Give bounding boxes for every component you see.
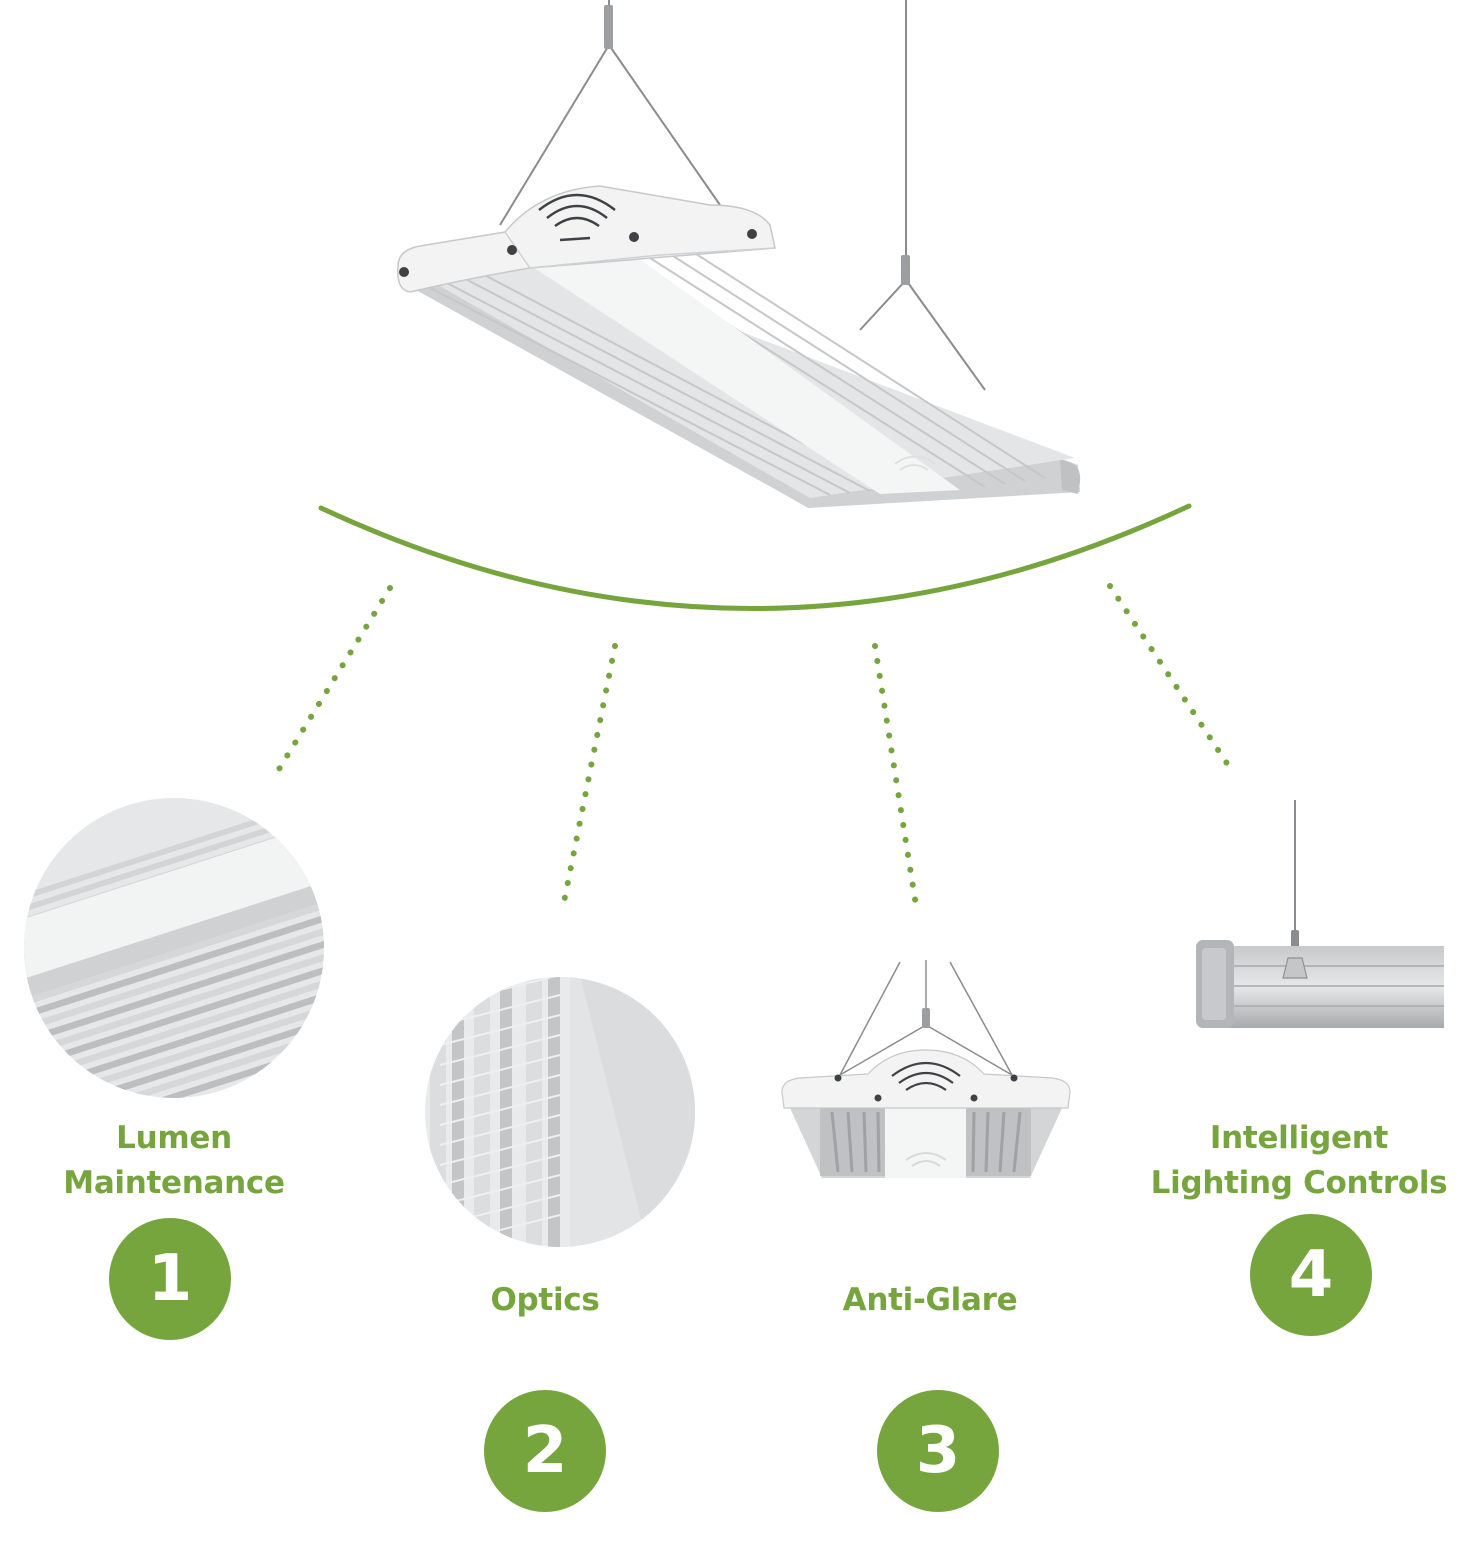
feature-number-2: 2 (522, 1414, 568, 1488)
connector-arc (318, 503, 1192, 611)
feature-badge-3: 3 (877, 1390, 999, 1512)
feature-number-3: 3 (915, 1414, 961, 1488)
feature-label-1: Lumen Maintenance (63, 1120, 285, 1201)
connector-line-2 (559, 643, 618, 915)
feature-label-4: Intelligent Lighting Controls (1150, 1120, 1448, 1201)
feature-badge-2: 2 (484, 1390, 606, 1512)
feature-label-2: Optics (490, 1282, 600, 1318)
linear-high-bay-fixture-icon (397, 0, 1081, 508)
connector-line-1 (273, 585, 393, 777)
feature-number-1: 1 (147, 1242, 193, 1316)
fixture-side-icon (1196, 800, 1444, 1028)
lens-closeup-icon (425, 977, 695, 1247)
feature-badge-1: 1 (109, 1218, 231, 1340)
fixture-front-icon (781, 960, 1071, 1178)
connector-line-4 (1107, 583, 1233, 771)
feature-label-3: Anti-Glare (842, 1282, 1018, 1318)
feature-number-4: 4 (1288, 1238, 1334, 1312)
feature-badge-4: 4 (1250, 1214, 1372, 1336)
connector-line-3 (872, 643, 920, 915)
